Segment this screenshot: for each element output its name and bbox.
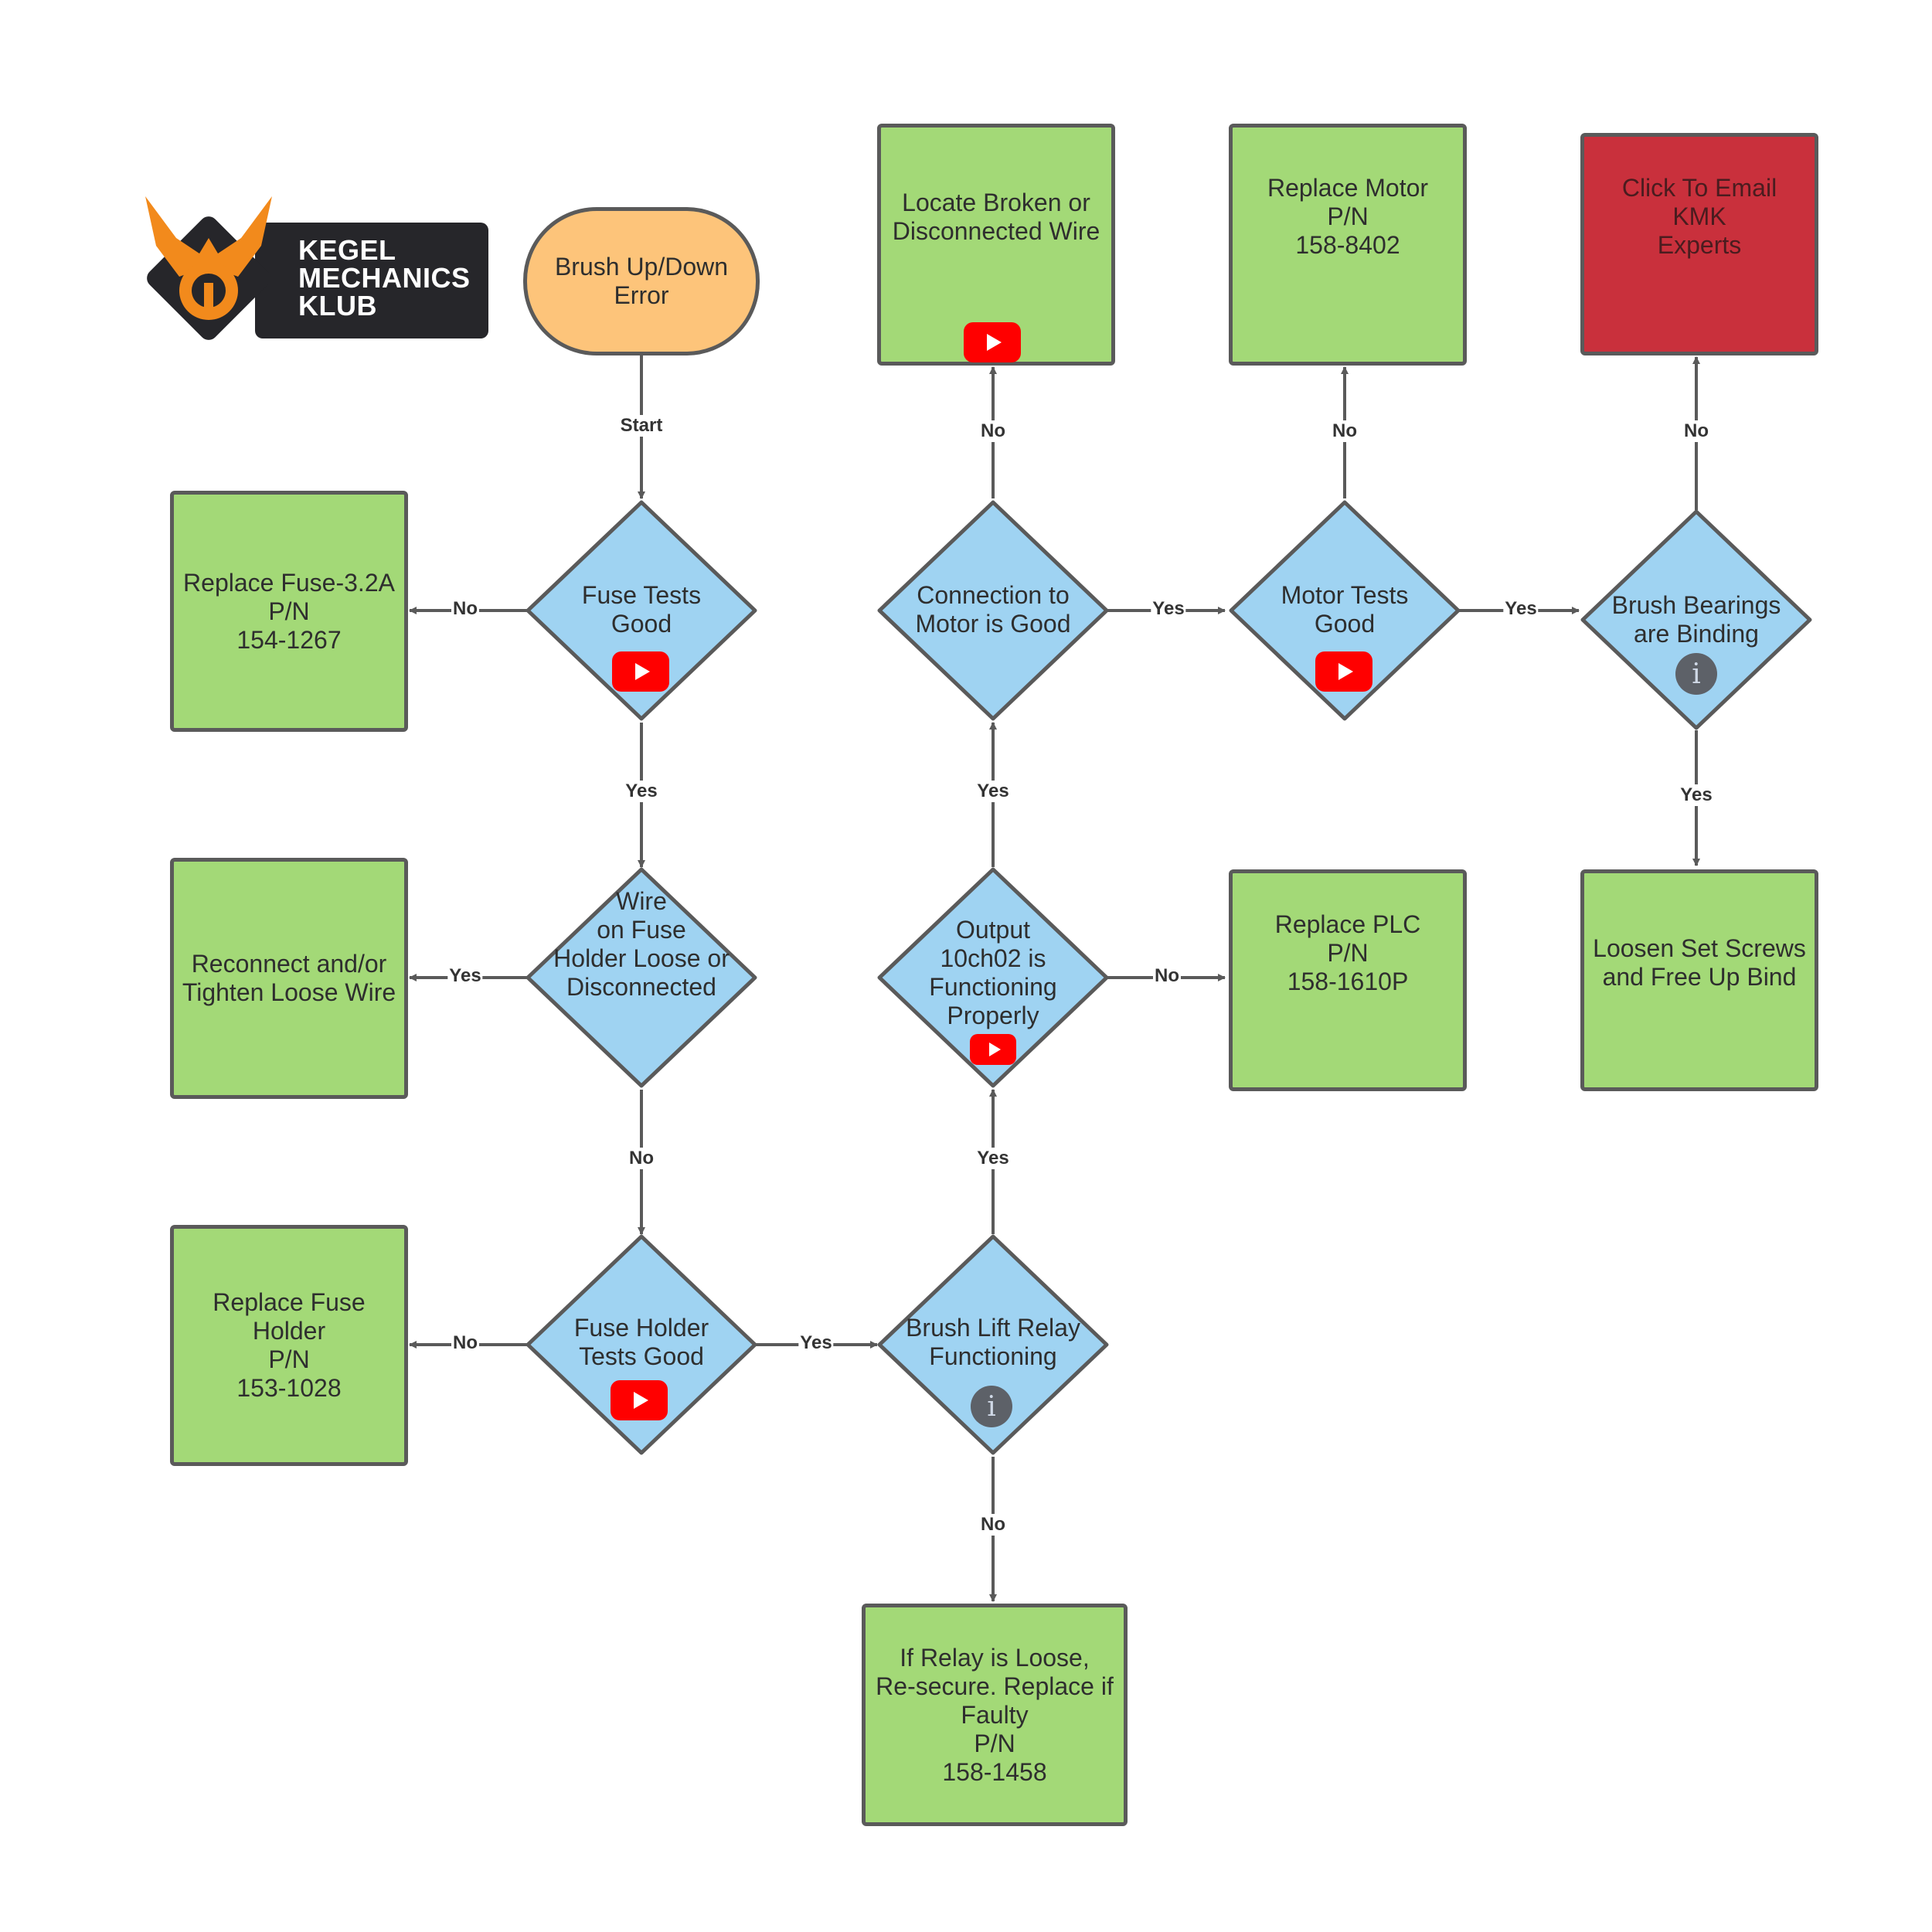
decision-motor <box>1229 500 1461 721</box>
edge-label-no: No <box>1331 420 1359 442</box>
replace-motor-label: Replace Motor P/N 158-8402 <box>1267 174 1429 259</box>
edge-label-yes: Yes <box>1679 784 1714 806</box>
replace-fuse-label: Replace Fuse-3.2A P/N 154-1267 <box>183 568 395 654</box>
edge-label-no: No <box>451 598 479 620</box>
start-terminal: Brush Up/Down Error <box>523 207 760 355</box>
edge-label-yes: Yes <box>1503 598 1539 620</box>
email-experts-label: Click To Email KMK Experts <box>1621 173 1777 259</box>
locate-wire-label: Locate Broken or Disconnected Wire <box>892 188 1100 245</box>
edge-label-yes: Yes <box>975 781 1011 802</box>
action-replace-motor: Replace Motor P/N 158-8402 <box>1229 124 1467 366</box>
decision-fuse-tests <box>526 500 757 721</box>
loosen-label: Loosen Set Screws and Free Up Bind <box>1593 934 1806 991</box>
email-experts-button[interactable]: Click To Email KMK Experts <box>1580 133 1818 355</box>
info-icon[interactable]: i <box>1675 653 1717 695</box>
replace-plc-label: Replace PLC P/N 158-1610P <box>1274 910 1421 995</box>
action-loosen-set-screws: Loosen Set Screws and Free Up Bind <box>1580 869 1818 1091</box>
action-replace-fuse-holder: Replace Fuse Holder P/N 153-1028 <box>170 1225 408 1466</box>
edge-label-no: No <box>1153 965 1181 987</box>
connection-label: Connection to Motor is Good <box>915 581 1071 638</box>
relay-loose-label: If Relay is Loose, Re-secure. Replace if… <box>876 1643 1114 1786</box>
info-icon[interactable]: i <box>971 1386 1012 1427</box>
edge-label-no: No <box>979 1514 1007 1536</box>
decision-connection <box>877 500 1109 721</box>
replace-fuse-holder-label: Replace Fuse Holder P/N 153-1028 <box>213 1288 366 1402</box>
phoenix-gear-emblem-icon <box>145 196 272 340</box>
youtube-play-icon[interactable] <box>612 651 669 692</box>
edge-label-start: Start <box>618 415 665 437</box>
logo-text: KEGEL MECHANICS KLUB <box>298 234 471 321</box>
youtube-play-icon[interactable] <box>611 1380 668 1420</box>
fuse-tests-label: Fuse Tests Good <box>581 581 702 638</box>
bearings-label: Brush Bearings are Binding <box>1611 591 1781 648</box>
edge-label-yes: Yes <box>1151 598 1186 620</box>
action-replace-fuse: Replace Fuse-3.2A P/N 154-1267 <box>170 491 408 732</box>
edge-label-yes: Yes <box>624 781 659 802</box>
edge-label-yes: Yes <box>447 965 483 987</box>
action-reconnect-wire: Reconnect and/or Tighten Loose Wire <box>170 858 408 1099</box>
wire-loose-label: Wire on Fuse Holder Loose or Disconnecte… <box>553 887 730 1001</box>
youtube-play-icon[interactable] <box>964 322 1021 362</box>
motor-tests-label: Motor Tests Good <box>1281 581 1409 638</box>
action-replace-plc: Replace PLC P/N 158-1610P <box>1229 869 1467 1091</box>
edge-label-yes: Yes <box>975 1148 1011 1169</box>
action-relay-loose: If Relay is Loose, Re-secure. Replace if… <box>862 1604 1128 1826</box>
edge-label-yes: Yes <box>798 1332 834 1354</box>
logo-banner <box>255 223 488 338</box>
edge-label-no: No <box>979 420 1007 442</box>
reconnect-label: Reconnect and/or Tighten Loose Wire <box>182 950 396 1006</box>
decision-fuse-holder <box>526 1234 757 1455</box>
kegel-mechanics-klub-logo: KEGEL MECHANICS KLUB <box>130 192 501 359</box>
edge-label-no: No <box>1682 420 1710 442</box>
fuse-holder-label: Fuse Holder Tests Good <box>573 1314 709 1370</box>
start-label: Brush Up/Down Error <box>554 253 729 309</box>
relay-functioning-label: Brush Lift Relay Functioning <box>906 1314 1080 1370</box>
decision-output <box>877 867 1109 1088</box>
youtube-play-icon[interactable] <box>1315 651 1372 692</box>
edge-label-no: No <box>451 1332 479 1354</box>
decision-wire-loose <box>526 867 757 1088</box>
youtube-play-icon[interactable] <box>970 1034 1016 1065</box>
output-label: Output 10ch02 is Functioning Properly <box>929 916 1057 1029</box>
edge-label-no: No <box>628 1148 655 1169</box>
decision-bearings <box>1580 509 1812 730</box>
decision-relay <box>877 1234 1109 1455</box>
